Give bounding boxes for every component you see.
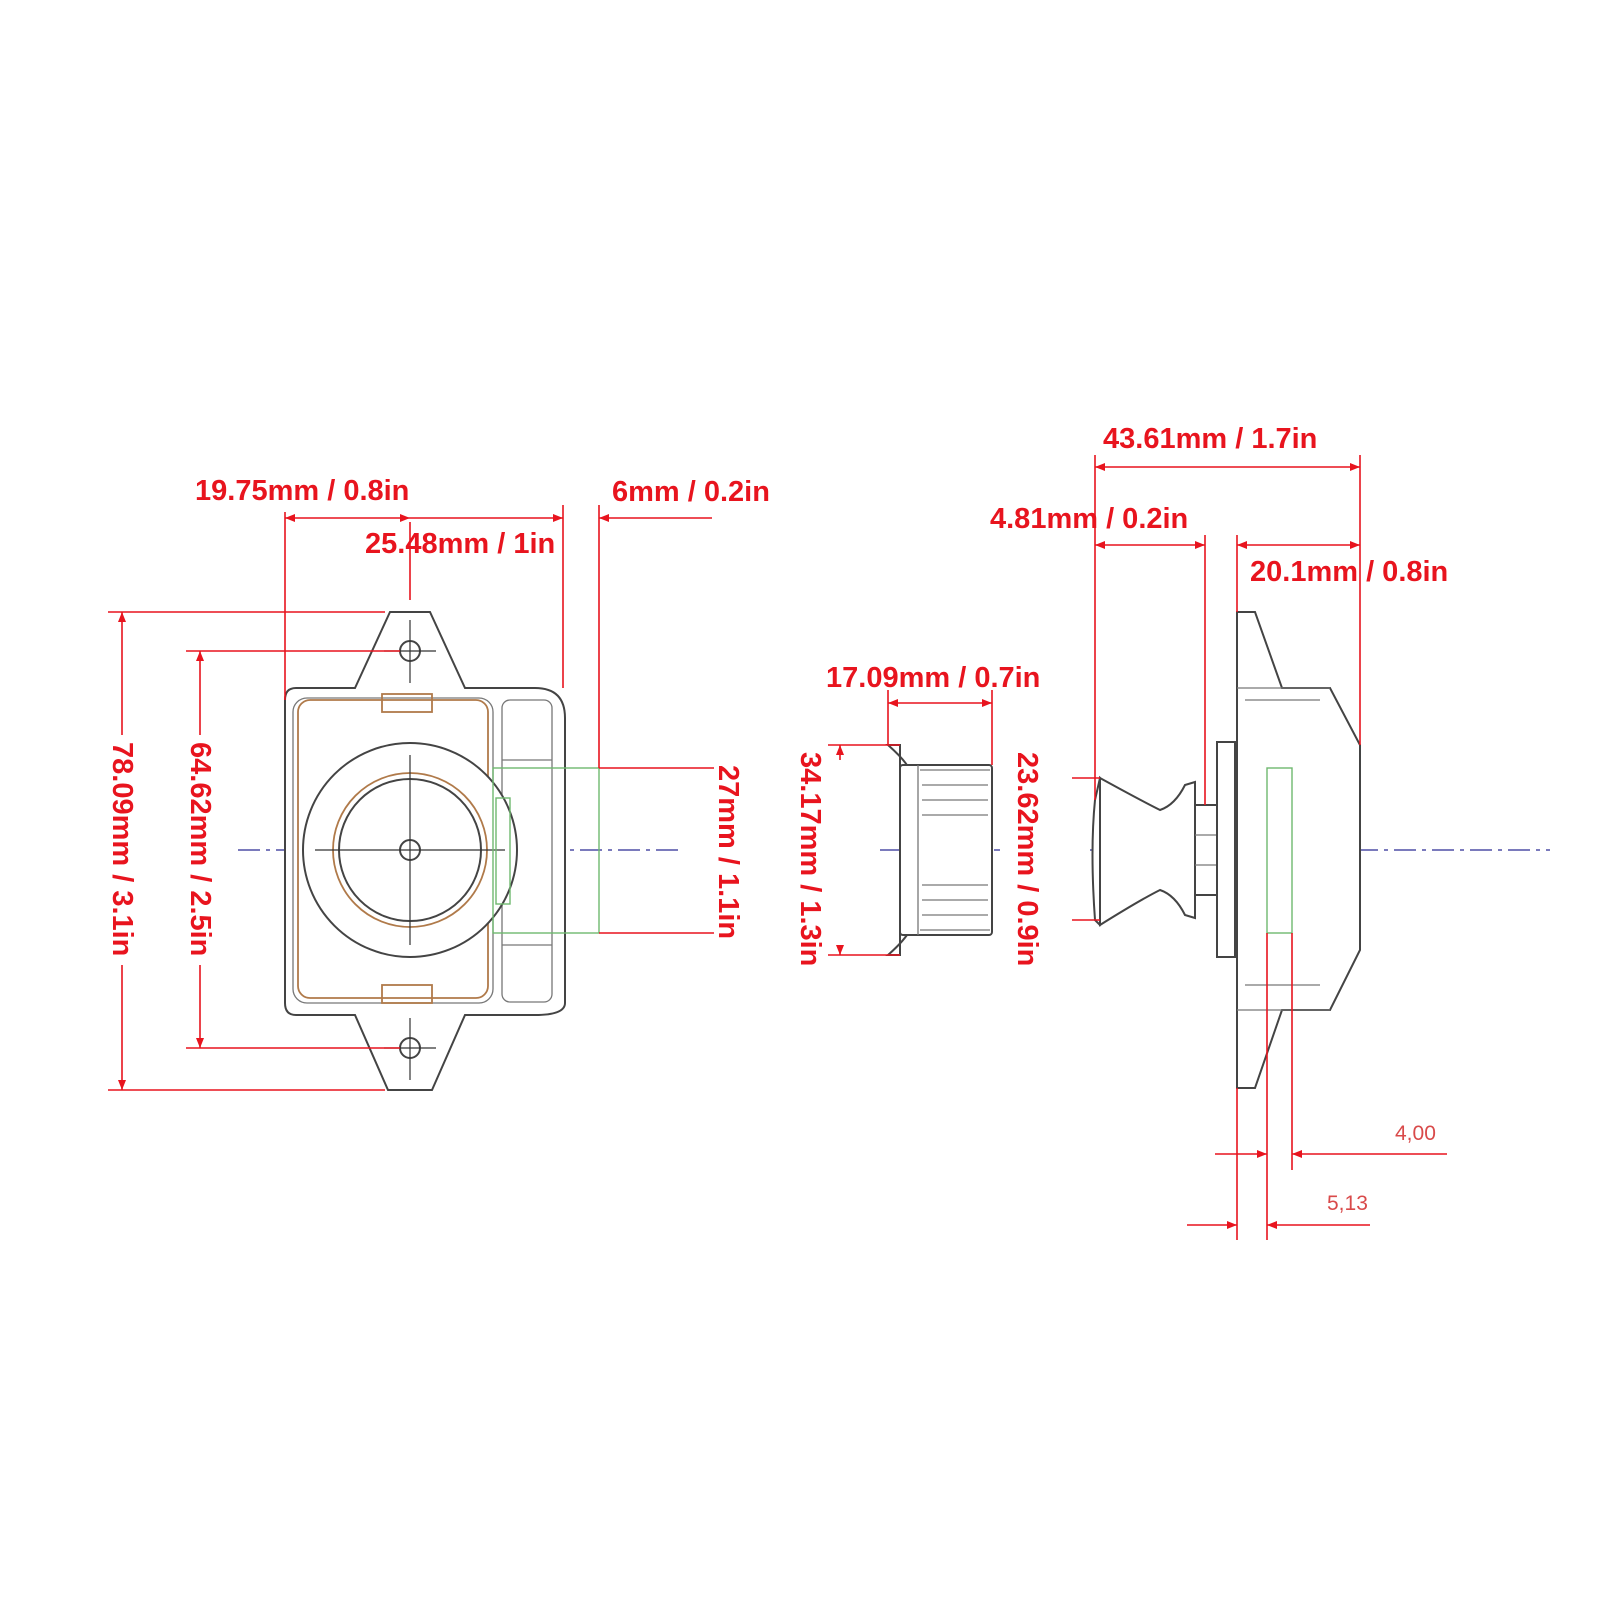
label-23-62: 23.62mm / 0.9in — [1011, 752, 1043, 966]
latch-side-slot-green — [1266, 767, 1293, 934]
label-20-1: 20.1mm / 0.8in — [1250, 556, 1448, 588]
bushing-side-view — [826, 690, 1000, 956]
latch-housing — [1236, 611, 1361, 1089]
label-4-00: 4,00 — [1395, 1122, 1436, 1145]
latch-top-clip — [381, 693, 433, 713]
label-25-48: 25.48mm / 1in — [365, 528, 555, 560]
label-27: 27mm / 1.1in — [712, 765, 744, 939]
label-78-09: 78.09mm / 3.1in — [106, 742, 138, 956]
label-5-13: 5,13 — [1327, 1192, 1368, 1215]
latch-front-plate — [1216, 741, 1236, 958]
label-43-61: 43.61mm / 1.7in — [1103, 423, 1317, 455]
label-19-75: 19.75mm / 0.8in — [195, 475, 409, 507]
label-6: 6mm / 0.2in — [612, 476, 770, 508]
front-view-latch — [108, 505, 744, 1091]
label-64-62: 64.62mm / 2.5in — [184, 742, 216, 956]
label-4-81: 4.81mm / 0.2in — [990, 503, 1188, 535]
knob-collar — [1194, 804, 1218, 896]
latch-bottom-clip — [381, 984, 433, 1004]
latch-tongue — [492, 767, 600, 934]
label-34-17: 34.17mm / 1.3in — [794, 752, 826, 966]
latch-side-view — [1042, 455, 1550, 1240]
label-17-09: 17.09mm / 0.7in — [826, 662, 1040, 694]
knob-neck — [1099, 776, 1196, 927]
bushing-body — [899, 764, 993, 936]
